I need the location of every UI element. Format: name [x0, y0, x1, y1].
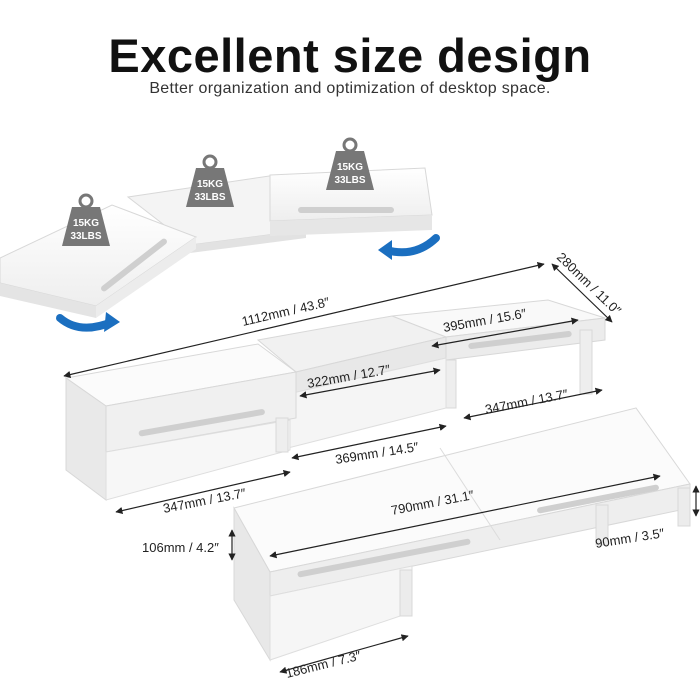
rotated-riser	[0, 167, 440, 332]
weight-kg: 15KG	[197, 179, 223, 190]
left-panel-slot	[138, 409, 265, 437]
max-height-label: 106mm / 4.2″	[142, 540, 219, 555]
weight-lbs: 33LBS	[334, 175, 365, 186]
weight-lbs: 33LBS	[194, 192, 225, 203]
dimension-lines	[63, 261, 700, 674]
right-bottom-width-label: 347mm / 13.7″	[484, 386, 570, 417]
weight-icon-right: 15KG 33LBS	[326, 137, 374, 190]
leg-width-label: 186mm / 7.3″	[284, 648, 363, 681]
page-subtitle: Better organization and optimization of …	[149, 80, 551, 97]
page-title: Excellent size design	[108, 29, 592, 82]
weight-kg: 15KG	[337, 162, 363, 173]
weight-lbs: 33LBS	[70, 231, 101, 242]
rotate-arrow-right-icon	[382, 234, 440, 257]
rotate-arrow-left-icon	[56, 314, 116, 332]
weight-icon-left: 15KG 33LBS	[62, 193, 110, 246]
weight-icon-middle: 15KG 33LBS	[186, 154, 234, 207]
weight-kg: 15KG	[73, 218, 99, 229]
center-bottom-width-label: 369mm / 14.5″	[334, 439, 420, 467]
right-panel-slot	[298, 207, 394, 213]
